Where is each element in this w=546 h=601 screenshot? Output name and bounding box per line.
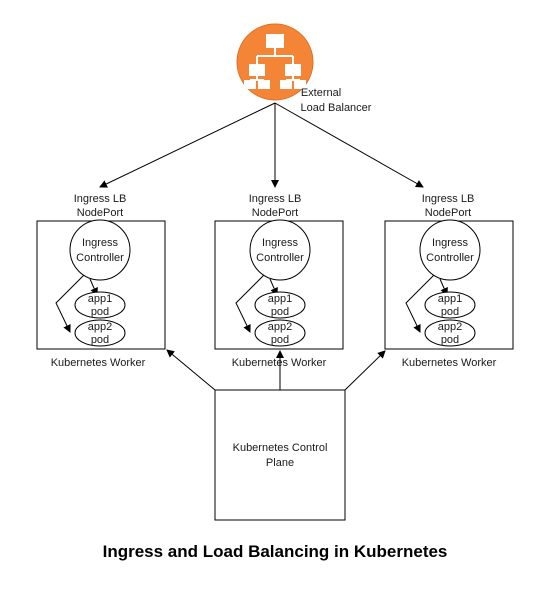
app1-pod-label-line1: app1 xyxy=(438,293,462,305)
app1-pod xyxy=(254,291,306,319)
nodeport-label-line1: Ingress LB xyxy=(74,193,127,205)
app2-pod-label-line2: pod xyxy=(91,334,109,346)
app1-pod xyxy=(424,291,476,319)
worker-node-1: Ingress LB NodePort Ingress Controller a… xyxy=(36,193,166,369)
ingress-controller-node xyxy=(249,219,311,281)
control-plane-box xyxy=(214,389,346,521)
app1-pod-label-line2: pod xyxy=(271,306,289,318)
nodeport-label-line2: NodePort xyxy=(425,207,471,219)
app1-pod-label-line2: pod xyxy=(91,306,109,318)
app2-pod-label-line2: pod xyxy=(271,334,289,346)
lb-to-worker3-arrow xyxy=(274,102,424,188)
controller-to-app2-arrow xyxy=(55,274,85,333)
worker-node-2: Ingress LB NodePort Ingress Controller a… xyxy=(214,193,344,369)
controller-to-app2-arrow xyxy=(235,274,265,333)
app2-pod xyxy=(254,319,306,347)
nodeport-label-line2: NodePort xyxy=(252,207,298,219)
app1-pod xyxy=(74,291,126,319)
control-plane-to-worker1-arrow xyxy=(166,349,216,391)
load-balancer-icon xyxy=(236,23,314,101)
ingress-controller-label-line1: Ingress xyxy=(262,237,299,249)
control-plane-to-worker3-arrow xyxy=(344,350,386,391)
app2-pod-label-line1: app2 xyxy=(268,321,292,333)
ingress-controller-label-line1: Ingress xyxy=(82,237,119,249)
controller-to-app2-arrow xyxy=(405,274,435,333)
app2-pod xyxy=(74,319,126,347)
lb-to-worker1-arrow xyxy=(99,102,276,188)
load-balancer-label-line2: Load Balancer xyxy=(301,102,372,114)
nodeport-label-line1: Ingress LB xyxy=(249,193,302,205)
ingress-controller-label-line2: Controller xyxy=(426,252,474,264)
app2-pod-label-line1: app2 xyxy=(438,321,462,333)
app1-pod-label-line1: app1 xyxy=(268,293,292,305)
control-plane-label-line1: Kubernetes Control xyxy=(233,442,328,454)
app2-pod xyxy=(424,319,476,347)
nodeport-label-line1: Ingress LB xyxy=(422,193,475,205)
control-plane-node: Kubernetes Control Plane xyxy=(214,389,346,521)
control-plane-label-line2: Plane xyxy=(266,457,294,469)
diagram-title: Ingress and Load Balancing in Kubernetes xyxy=(103,542,448,561)
ingress-controller-label-line2: Controller xyxy=(76,252,124,264)
app1-pod-label-line2: pod xyxy=(441,306,459,318)
ingress-controller-label-line2: Controller xyxy=(256,252,304,264)
worker-label: Kubernetes Worker xyxy=(402,357,497,369)
ingress-controller-label-line1: Ingress xyxy=(432,237,469,249)
worker-node-3: Ingress LB NodePort Ingress Controller a… xyxy=(384,193,514,369)
ingress-controller-node xyxy=(419,219,481,281)
load-balancer-label-line1: External xyxy=(301,87,341,99)
app2-pod-label-line1: app2 xyxy=(88,321,112,333)
ingress-controller-node xyxy=(69,219,131,281)
nodeport-label-line2: NodePort xyxy=(77,207,123,219)
app1-pod-label-line1: app1 xyxy=(88,293,112,305)
worker-label: Kubernetes Worker xyxy=(51,357,146,369)
app2-pod-label-line2: pod xyxy=(441,334,459,346)
worker-label: Kubernetes Worker xyxy=(232,357,327,369)
